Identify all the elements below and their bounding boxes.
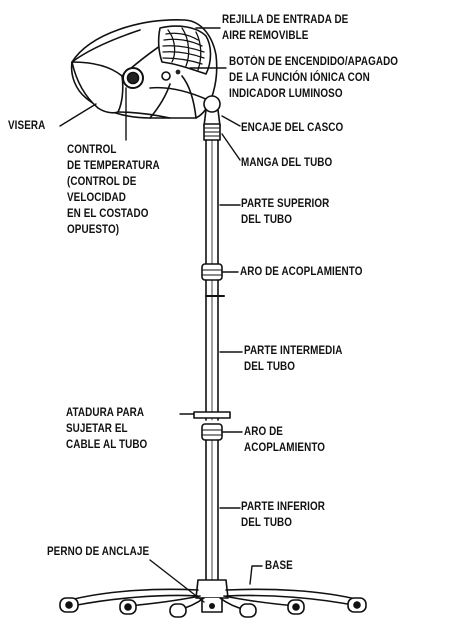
label-coupling-ring-upper: ARO DE ACOPLAMIENTO <box>240 266 363 278</box>
label-base: BASE <box>265 560 293 572</box>
cable-tie <box>193 411 231 419</box>
hood-helmet <box>70 19 221 127</box>
coupling-ring-lower <box>201 423 223 441</box>
label-helmet-fitting: ENCAJE DEL CASCO <box>241 122 344 134</box>
label-visor: VISERA <box>8 120 46 132</box>
base <box>59 579 367 618</box>
label-ionic-button: BOTÓN DE ENCENDIDO/APAGADO DE LA FUNCIÓN… <box>229 56 399 100</box>
label-lower-tube: PARTE INFERIOR DEL TUBO <box>241 501 325 529</box>
label-temperature-control: CONTROL DE TEMPERATURA (CONTROL DE VELOC… <box>67 144 160 236</box>
label-tube-sleeve: MANGA DEL TUBO <box>241 157 333 169</box>
label-upper-tube: PARTE SUPERIOR DEL TUBO <box>241 198 330 226</box>
helmet-joint <box>203 95 221 113</box>
ionic-button <box>161 71 171 81</box>
label-anchor-bolt: PERNO DE ANCLAJE <box>47 546 150 558</box>
coupling-ring-upper <box>201 263 223 281</box>
label-cable-tie: ATADURA PARA SUJETAR EL CABLE AL TUBO <box>66 407 148 451</box>
air-intake-grille <box>162 27 205 71</box>
label-air-intake-grille: REJILLA DE ENTRADA DE AIRE REMOVIBLE <box>222 14 349 42</box>
leader-lines <box>59 27 263 603</box>
caster-wheels <box>59 597 367 618</box>
label-coupling-ring-lower: ARO DE ACOPLAMIENTO <box>244 426 326 454</box>
stand-pole <box>193 123 231 585</box>
label-middle-tube: PARTE INTERMEDIA DEL TUBO <box>244 345 343 373</box>
